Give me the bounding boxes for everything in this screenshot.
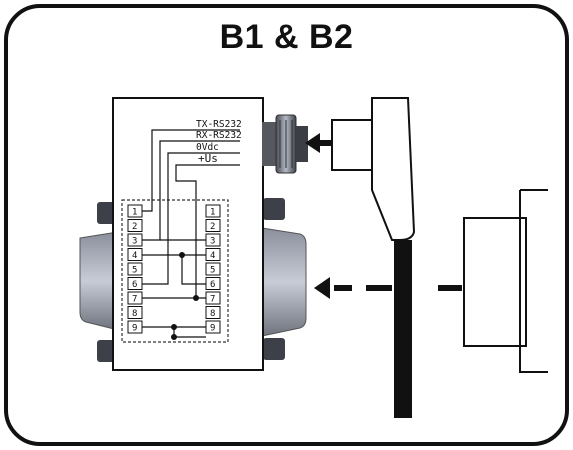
left-pin-label: 7	[132, 295, 137, 305]
right-pin-label: 7	[210, 295, 215, 305]
left-pin-label: 5	[132, 266, 137, 276]
left-pin-label: 8	[132, 309, 137, 319]
right-pin-label: 9	[210, 324, 215, 334]
right-pin-column: 1 2 3 4 5 6 7 8 9	[205, 204, 221, 334]
label-rx: RX-RS232	[196, 130, 242, 141]
right-pin-label: 6	[210, 280, 215, 290]
right-pin-box	[205, 320, 221, 334]
junction-dot	[193, 295, 199, 301]
left-pin-box	[127, 262, 143, 276]
right-pin-label: 8	[210, 309, 215, 319]
mounting-screw-top-right	[263, 198, 285, 220]
bus-device-right	[463, 189, 548, 373]
right-pin-box	[205, 262, 221, 276]
pin-area	[121, 199, 229, 343]
wire-pin6	[181, 255, 206, 285]
d-shell-left	[79, 231, 119, 331]
d-shell-right	[261, 227, 307, 337]
right-pin-box	[205, 306, 221, 319]
right-pin-box	[205, 204, 221, 218]
left-pin-label: 2	[132, 222, 137, 232]
left-pin-column: 1 2 3 4 5 6 7 8 9	[127, 204, 143, 334]
junction-dot	[171, 324, 177, 330]
plug-cable	[394, 240, 412, 418]
junction-dot	[179, 252, 185, 258]
label-tx: TX-RS232	[196, 119, 242, 130]
label-gnd: 0Vdc	[196, 142, 219, 153]
right-pin-label: 5	[210, 266, 215, 276]
right-pin-label: 4	[210, 251, 215, 261]
left-pin-box	[127, 277, 143, 290]
left-pin-label: 1	[132, 208, 137, 218]
left-pin-box	[127, 320, 143, 334]
left-pin-box	[127, 204, 143, 218]
left-pin-label: 9	[132, 324, 137, 334]
left-pin-label: 6	[132, 280, 137, 290]
left-pin-box	[127, 219, 143, 232]
right-pin-label: 3	[210, 237, 215, 247]
left-pin-label: 4	[132, 251, 137, 261]
left-pin-box	[127, 248, 143, 261]
right-pin-box	[205, 219, 221, 232]
plug-front	[331, 119, 377, 171]
left-pin-box	[127, 306, 143, 319]
wiring-diagram	[121, 129, 240, 343]
right-pin-box	[205, 291, 221, 305]
db9-connector	[79, 198, 307, 362]
wire-rx	[142, 140, 240, 241]
left-pin-label: 3	[132, 237, 137, 247]
diagram-title: B1 & B2	[219, 18, 354, 56]
mounting-screw-bottom-right	[263, 338, 285, 360]
junction-dot	[171, 334, 177, 340]
arrow-left-icon	[314, 277, 462, 299]
right-pin-label: 2	[210, 222, 215, 232]
wire-gnd	[142, 152, 240, 285]
left-pin-box	[127, 291, 143, 305]
round-connector-socket	[262, 114, 308, 174]
right-pin-box	[205, 233, 221, 247]
right-pin-box	[205, 277, 221, 290]
wire-power	[175, 164, 240, 298]
left-pin-box	[127, 233, 143, 247]
wire-tx	[142, 129, 240, 212]
label-power: +Us	[198, 152, 218, 165]
cable-plug	[331, 97, 416, 418]
right-pin-box	[205, 248, 221, 261]
right-pin-label: 1	[210, 208, 215, 218]
